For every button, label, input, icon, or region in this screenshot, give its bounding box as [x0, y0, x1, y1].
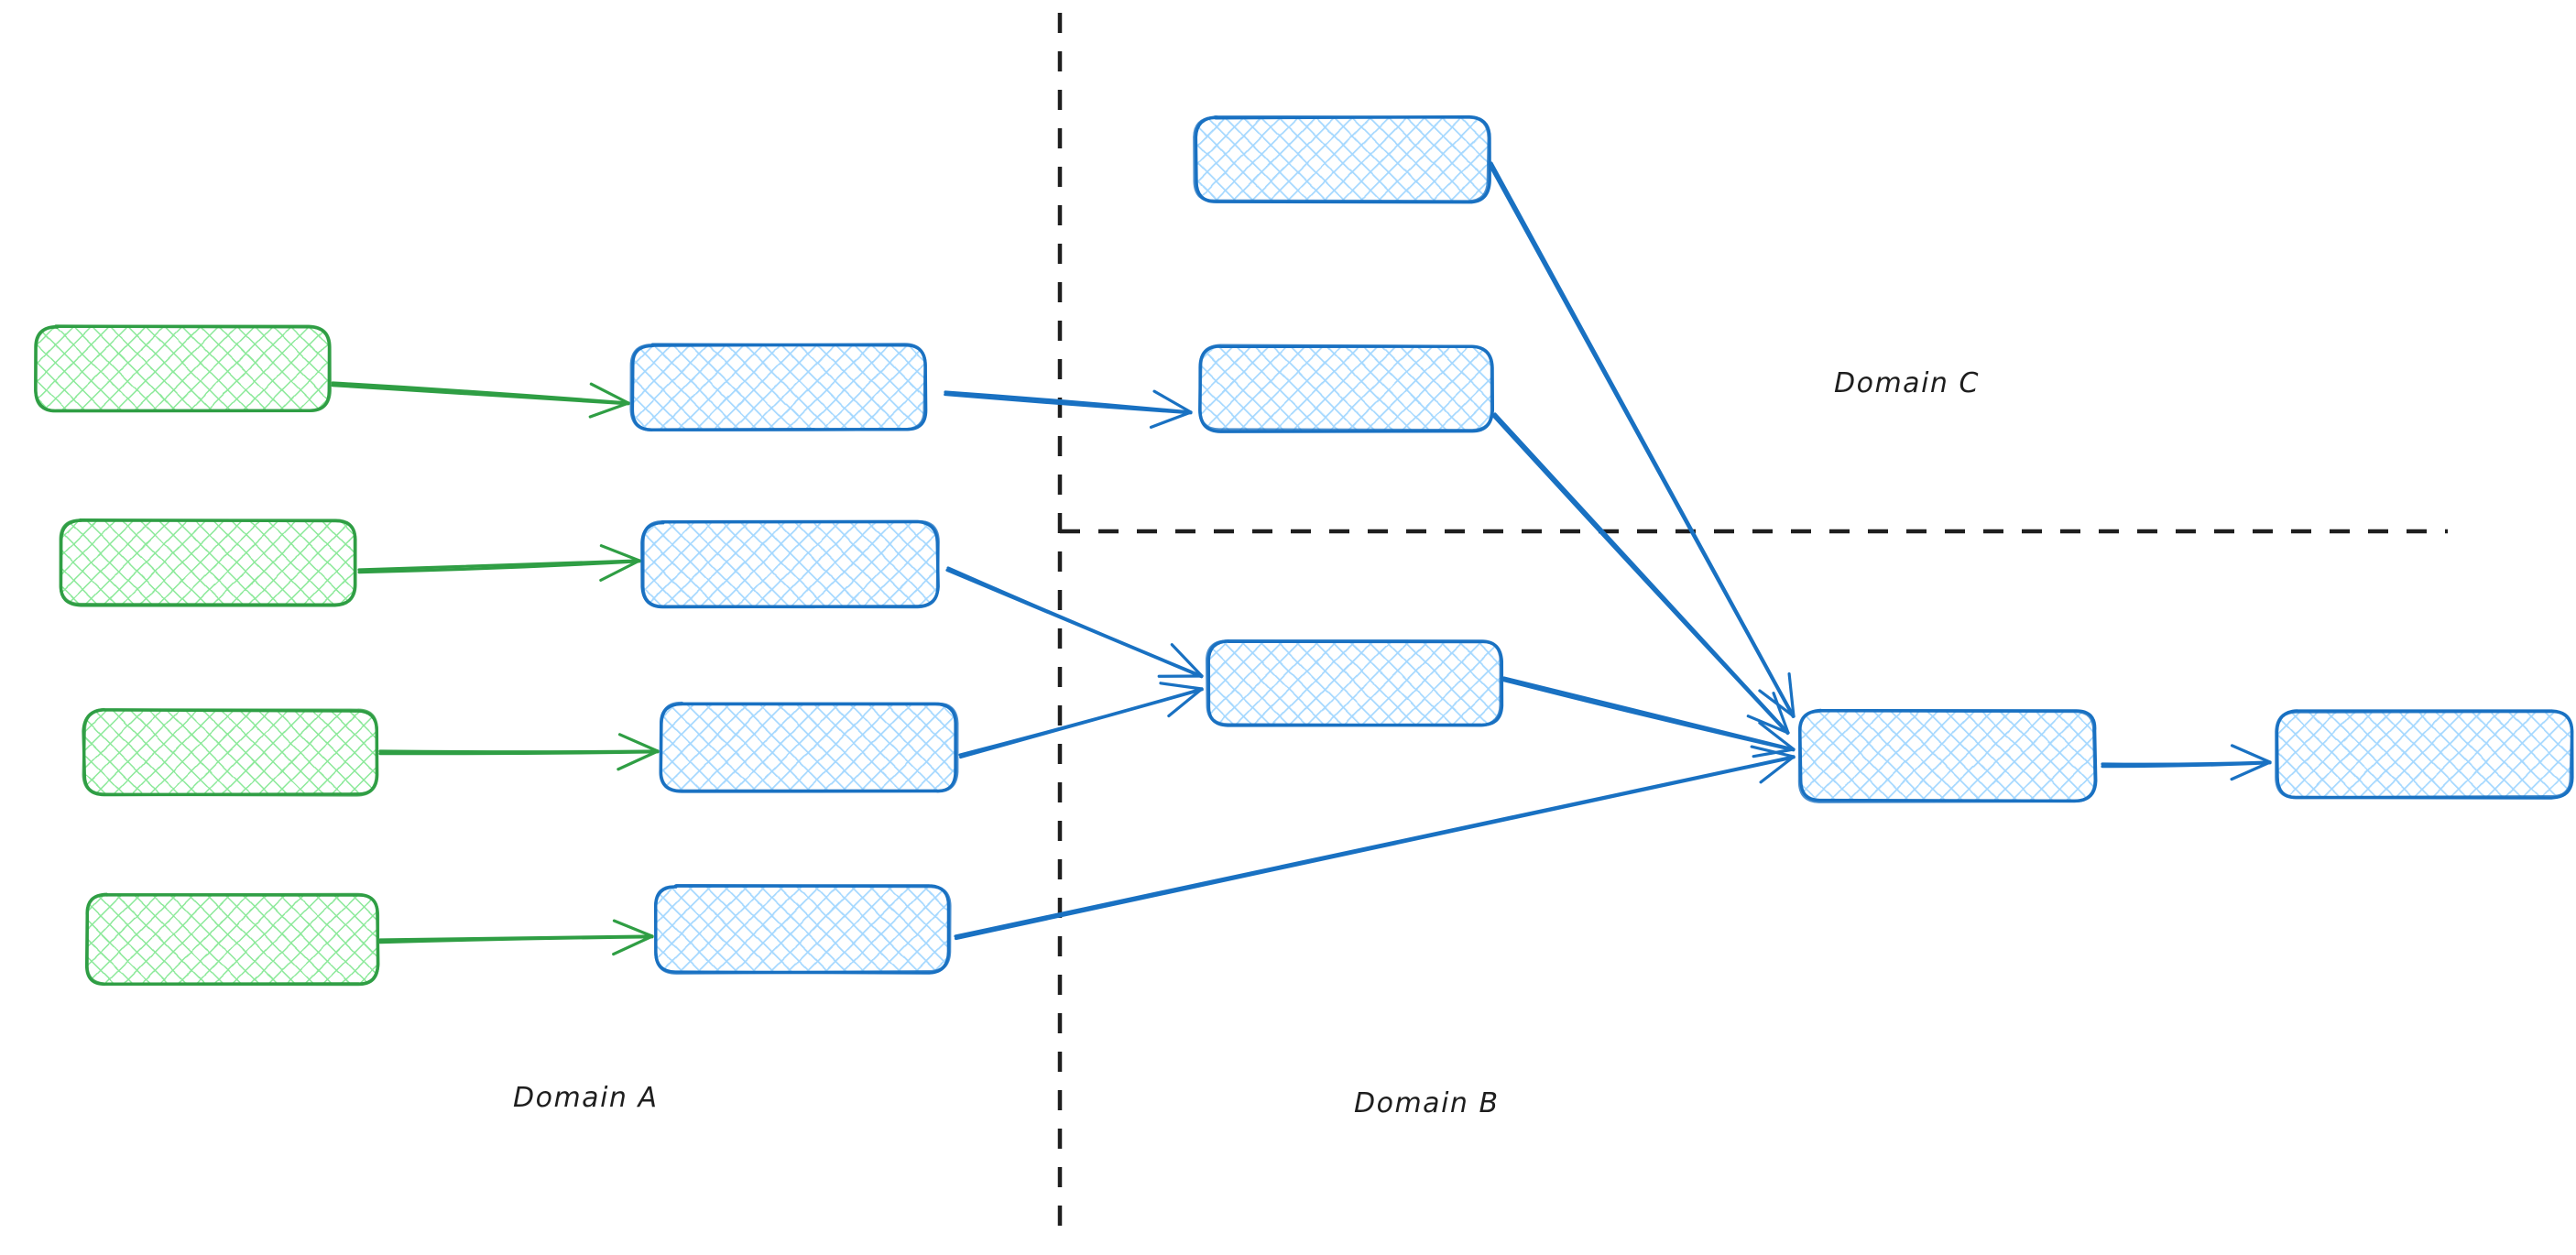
- node-fill-a1: [37, 327, 330, 411]
- node-b3[interactable]: [659, 701, 959, 793]
- edge-a2-to-b2: [357, 544, 641, 582]
- node-fill-b2: [643, 522, 938, 606]
- label-domain-b: Domain B: [1354, 1087, 1500, 1119]
- node-a3[interactable]: [82, 707, 379, 797]
- node-a1[interactable]: [34, 324, 332, 413]
- node-d2[interactable]: [2275, 709, 2574, 800]
- edge-a3-to-b3: [378, 733, 660, 771]
- node-c1[interactable]: [1193, 115, 1491, 204]
- node-outline-b4: [654, 883, 952, 975]
- node-fill-a3: [84, 711, 377, 795]
- node-b4[interactable]: [653, 883, 952, 975]
- node-outline-d1: [1797, 709, 2097, 803]
- node-b1[interactable]: [629, 343, 928, 431]
- edge-c2-to-d1: [1491, 412, 1790, 736]
- node-c3[interactable]: [1205, 638, 1504, 727]
- node-c2[interactable]: [1197, 344, 1495, 433]
- label-domain-a: Domain A: [513, 1082, 658, 1114]
- domain-label-layer: Domain A Domain B Domain C: [513, 367, 1980, 1119]
- node-outline-b2: [641, 519, 940, 609]
- node-fill-b1: [632, 345, 925, 430]
- edge-b2-to-c3: [945, 566, 1204, 679]
- node-fill-c1: [1195, 117, 1489, 202]
- node-fill-a2: [60, 520, 355, 605]
- node-fill-d1: [1800, 711, 2095, 801]
- edge-a4-to-b4: [378, 919, 654, 956]
- node-outline-d2: [2275, 710, 2574, 800]
- node-outline-b3: [659, 701, 959, 793]
- node-outline-c3: [1205, 638, 1503, 727]
- node-fill-d2: [2276, 711, 2571, 797]
- node-outline-a1: [34, 324, 332, 413]
- node-fill-c3: [1207, 641, 1501, 726]
- node-outline-a3: [82, 707, 379, 797]
- edge-b3-to-c3: [958, 682, 1204, 759]
- node-b2[interactable]: [640, 519, 940, 609]
- node-outline-c2: [1197, 344, 1494, 432]
- node-fill-a4: [86, 894, 377, 984]
- node-layer: [34, 115, 2574, 987]
- label-domain-c: Domain C: [1834, 367, 1980, 399]
- node-a4[interactable]: [84, 892, 380, 987]
- node-outline-c1: [1193, 115, 1490, 203]
- node-d1[interactable]: [1797, 708, 2098, 803]
- edge-b4-to-d1: [954, 745, 1796, 941]
- node-outline-b1: [629, 343, 927, 431]
- edge-d1-to-d2: [2101, 744, 2272, 781]
- node-fill-c2: [1200, 346, 1491, 431]
- edge-c1-to-d1: [1488, 161, 1796, 718]
- node-outline-a2: [59, 518, 357, 606]
- node-fill-b3: [661, 704, 956, 791]
- node-a2[interactable]: [59, 518, 357, 607]
- node-outline-a4: [85, 892, 380, 987]
- node-fill-b4: [656, 887, 949, 973]
- edge-a1-to-b1: [331, 381, 630, 419]
- edge-b1-to-c2: [944, 389, 1193, 429]
- edge-layer: [331, 161, 2272, 956]
- divider-layer: [1057, 13, 2448, 1242]
